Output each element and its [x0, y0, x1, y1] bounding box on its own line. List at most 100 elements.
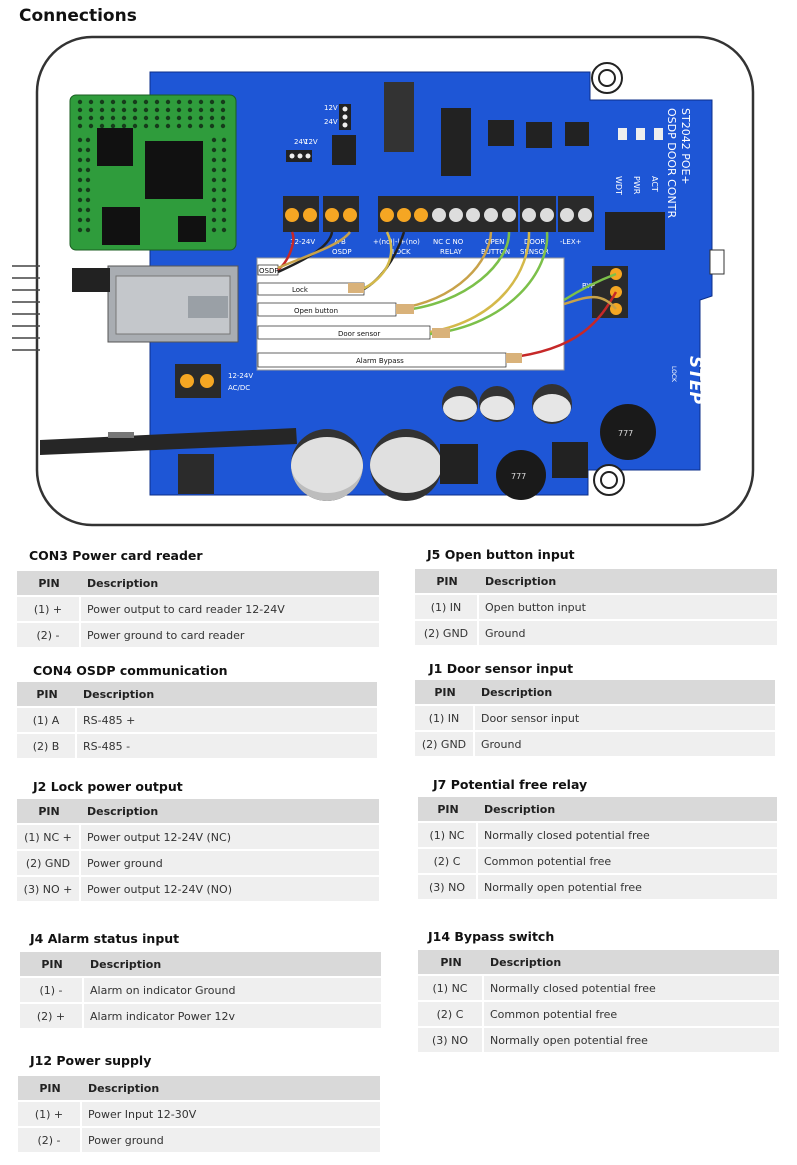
callout-osdp: OSDP — [259, 267, 279, 275]
via-hole — [85, 177, 91, 183]
connector-label-relay: NC C NO — [433, 238, 464, 246]
description-cell: Alarm indicator Power 12v — [84, 1004, 381, 1028]
col-header-description: Description — [475, 680, 775, 704]
pin-cell: (2) B — [17, 734, 77, 758]
board-model-text: ST2042 POE+ — [679, 108, 692, 185]
description-cell: Ground — [479, 621, 777, 645]
terminal-block-dc — [175, 364, 221, 398]
pin-cell: (2) GND — [415, 621, 479, 645]
callout-alarm-bypass: Alarm Bypass — [356, 357, 404, 365]
via-hole — [143, 123, 149, 129]
col-header-pin: PIN — [418, 797, 478, 821]
terminal-block-door — [520, 196, 556, 232]
table-row: (1) NC +Power output 12-24V (NC) — [17, 825, 379, 849]
via-hole — [221, 197, 227, 203]
description-cell: RS-485 - — [77, 734, 377, 758]
via-hole — [187, 115, 193, 121]
via-hole — [143, 99, 149, 105]
brand-logo: STEP — [685, 356, 705, 404]
pin-table-j4: PIN Description (1) -Alarm on indicator … — [20, 950, 381, 1030]
via-hole — [209, 99, 215, 105]
via-hole — [110, 123, 116, 129]
terminal-block-bypass — [592, 266, 628, 318]
via-hole — [77, 167, 83, 173]
section-title-j2: J2 Lock power output — [33, 779, 183, 794]
via-hole — [187, 107, 193, 113]
jumper-label: 12V — [324, 104, 338, 112]
description-cell: Power ground to card reader — [81, 623, 379, 647]
col-header-pin: PIN — [17, 682, 77, 706]
description-cell: RS-485 + — [77, 708, 377, 732]
via-hole — [99, 123, 105, 129]
connector-label-lex: -LEX+ — [560, 238, 582, 246]
pin-cell: (3) NO — [418, 875, 478, 899]
callout-lock: Lock — [292, 286, 309, 294]
col-header-pin: PIN — [415, 569, 479, 593]
section-title-j5: J5 Open button input — [427, 547, 575, 562]
via-hole — [220, 123, 226, 129]
capacitor-icon — [532, 384, 572, 424]
pin-cell: (2) - — [18, 1128, 82, 1152]
board-diagram: 12V 24V 24V 12V 12-24V A B OSDP +(nc)|-|… — [12, 35, 755, 527]
via-hole — [221, 137, 227, 143]
description-cell: Open button input — [479, 595, 777, 619]
description-cell: Common potential free — [484, 1002, 779, 1026]
col-header-description: Description — [82, 1076, 380, 1100]
jumper-icon — [286, 150, 312, 162]
via-hole — [165, 99, 171, 105]
connector-label-ac2: AC/DC — [228, 384, 250, 392]
table-row: (1) -Alarm on indicator Ground — [20, 978, 381, 1002]
pin-cell: (3) NO — [418, 1028, 484, 1052]
led-label-pwr: PWR — [632, 176, 641, 195]
connector-label-relay2: RELAY — [440, 248, 463, 256]
led-label-wdt: WDT — [614, 176, 623, 195]
connector-label-open: OPEN — [485, 238, 504, 246]
connector-label-ac: 12-24V — [228, 372, 253, 380]
via-hole — [143, 107, 149, 113]
col-header-description: Description — [84, 952, 381, 976]
via-hole — [211, 157, 217, 163]
via-hole — [211, 217, 217, 223]
pin-cell: (1) IN — [415, 706, 475, 730]
description-cell: Power output to card reader 12-24V — [81, 597, 379, 621]
brand-sub: LOCK — [670, 366, 677, 383]
via-hole — [132, 107, 138, 113]
connector-label-lock: +(nc)|-|+(no) — [373, 238, 420, 246]
pin-cell: (1) NC — [418, 823, 478, 847]
description-cell: Normally open potential free — [484, 1028, 779, 1052]
section-title-j14: J14 Bypass switch — [428, 929, 555, 944]
pin-cell: (1) + — [17, 597, 81, 621]
terminal-block-open — [482, 196, 518, 232]
col-header-pin: PIN — [17, 571, 81, 595]
connector-label-open2: BUTTON — [481, 248, 510, 256]
via-hole — [132, 123, 138, 129]
via-hole — [88, 123, 94, 129]
via-hole — [221, 157, 227, 163]
capacitor-icon — [291, 429, 363, 501]
via-hole — [121, 107, 127, 113]
section-title-con3: CON3 Power card reader — [29, 548, 203, 563]
terminal-block-power — [283, 196, 319, 232]
via-hole — [154, 99, 160, 105]
via-hole — [211, 227, 217, 233]
relay-component — [384, 82, 414, 152]
pin-cell: (2) - — [17, 623, 81, 647]
via-hole — [77, 137, 83, 143]
inductor-icon: 777 — [496, 450, 546, 500]
col-header-description: Description — [81, 799, 379, 823]
pin-cell: (1) A — [17, 708, 77, 732]
daughterboard — [40, 428, 297, 455]
via-hole — [110, 99, 116, 105]
via-hole — [99, 99, 105, 105]
via-hole — [154, 123, 160, 129]
via-hole — [88, 115, 94, 121]
via-hole — [221, 217, 227, 223]
via-hole — [88, 99, 94, 105]
pin-cell: (2) GND — [415, 732, 475, 756]
via-hole — [77, 115, 83, 121]
via-hole — [221, 147, 227, 153]
